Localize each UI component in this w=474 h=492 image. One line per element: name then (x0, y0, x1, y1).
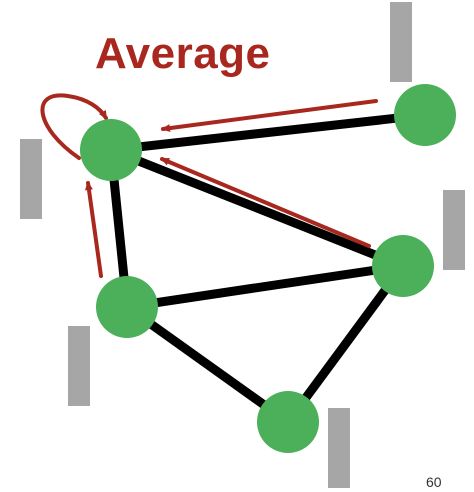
value-bars (20, 2, 465, 488)
node-bottom (257, 391, 319, 453)
bar-lower-left (68, 326, 90, 406)
bar-bottom (328, 408, 350, 488)
edge-top-left-top-right (106, 110, 430, 155)
bar-top-right (390, 2, 412, 82)
self-loop-arrow (40, 93, 108, 160)
edge-top-left-middle-right (106, 145, 408, 271)
graph-nodes (80, 84, 456, 453)
bar-top-left (20, 139, 42, 219)
arrow-top-right-to-top-left (161, 99, 378, 133)
edge-middle-right-bottom (283, 261, 408, 427)
edge-lower-left-bottom (122, 302, 293, 427)
edge-lower-left-middle-right (122, 261, 408, 312)
node-top-right (394, 84, 456, 146)
node-top-left (80, 119, 142, 181)
page-number: 60 (426, 474, 442, 490)
node-middle-right (372, 235, 434, 297)
arrow-middle-right-to-top-left (160, 157, 371, 248)
slide-title: Average (95, 29, 271, 78)
averaging-arrows (40, 93, 378, 278)
arrow-lower-left-to-top-left (85, 181, 103, 278)
node-lower-left (96, 276, 158, 338)
bar-middle-right (443, 190, 465, 270)
